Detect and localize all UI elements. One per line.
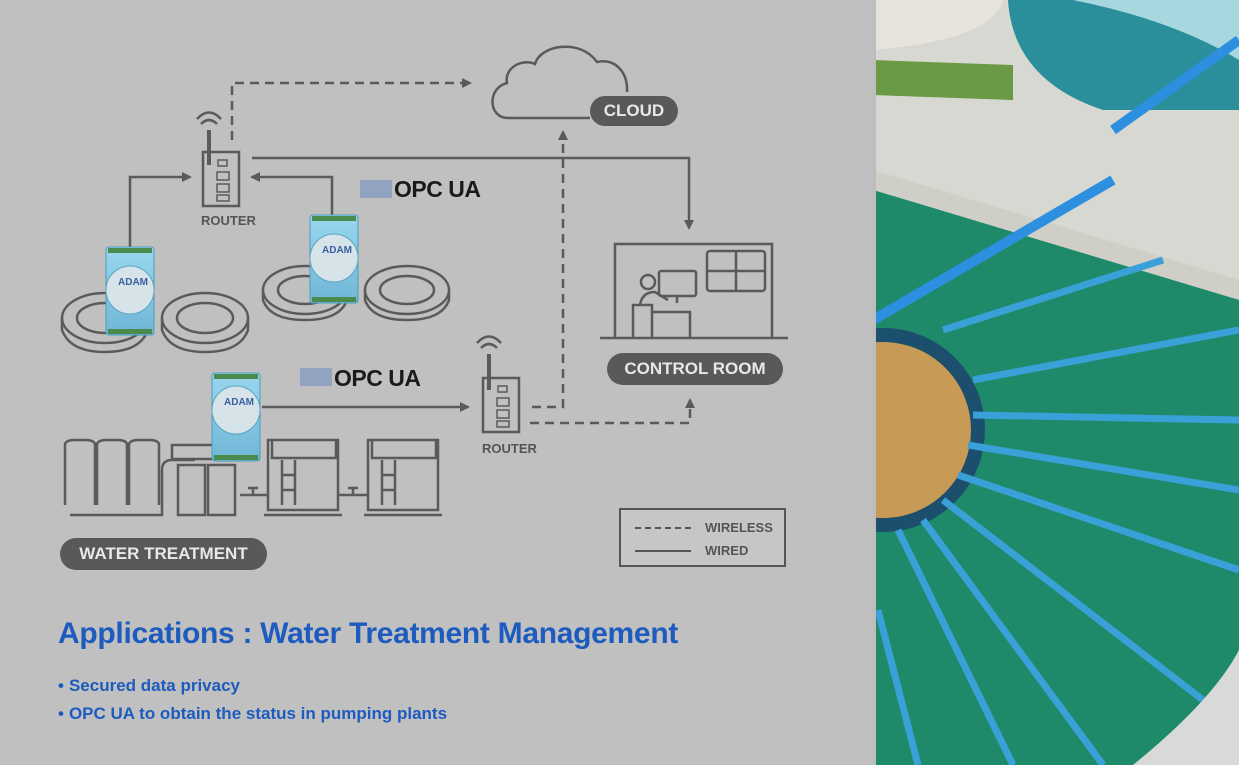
water-treatment-plant-icon: [63, 438, 442, 517]
opc-ua-label: OPC UA: [334, 364, 421, 391]
adam-brand: ADAM: [322, 245, 352, 256]
tank-icon: [160, 291, 250, 354]
router-label: ROUTER: [482, 441, 537, 456]
feature-list: •Secured data privacy •OPC UA to obtain …: [58, 676, 447, 732]
control-room-icon: [600, 242, 788, 340]
opc-ua-badge: OPC UA: [362, 175, 481, 203]
cloud-label: CLOUD: [590, 96, 678, 126]
list-item: •Secured data privacy: [58, 676, 447, 704]
page-title: Applications : Water Treatment Managemen…: [58, 617, 679, 650]
bullet-icon: •: [58, 676, 64, 695]
wired-link-adam2-router: [250, 172, 334, 216]
adam-module-icon: ADAM: [105, 246, 155, 336]
water-treatment-label: WATER TREATMENT: [60, 538, 267, 570]
adam-brand: ADAM: [224, 397, 254, 408]
clarifier-beams: [874, 256, 1239, 765]
network-diagram: ADAM ADAM ADAM OPC UA OPC UA CLOUD: [58, 45, 788, 732]
wireless-link-router2-control-room: [530, 398, 695, 425]
adam-module-icon: ADAM: [211, 372, 261, 462]
bullet-text: OPC UA to obtain the status in pumping p…: [68, 704, 448, 723]
water-treatment-photo: [873, 0, 1239, 765]
list-item: •OPC UA to obtain the status in pumping …: [58, 704, 447, 732]
control-room-label: CONTROL ROOM: [607, 353, 783, 385]
dashed-line-swatch: [635, 526, 691, 529]
diagram-lines: ADAM ADAM ADAM: [60, 45, 788, 517]
tank-icon: [363, 264, 451, 322]
router-label: ROUTER: [201, 213, 256, 228]
bullet-text: Secured data privacy: [68, 676, 240, 695]
opc-ua-logo-graphic: [300, 180, 392, 386]
legend-label: WIRED: [705, 543, 749, 558]
solid-line-swatch: [635, 549, 691, 552]
opc-ua-badge: OPC UA: [302, 364, 421, 392]
opc-ua-label: OPC UA: [394, 175, 481, 202]
adam-module-icon: ADAM: [309, 214, 359, 304]
legend-label: WIRELESS: [705, 520, 773, 535]
legend-item-wired: WIRED: [635, 543, 748, 558]
router-icon: [196, 111, 241, 208]
wireless-link-router-cloud: [230, 78, 472, 140]
wired-link-router-control-room: [252, 156, 694, 230]
legend-item-wireless: WIRELESS: [635, 520, 773, 535]
adam-brand: ADAM: [118, 277, 148, 288]
cloud-icon: [491, 45, 629, 120]
bullet-icon: •: [58, 704, 64, 723]
legend: WIRELESS WIRED: [619, 508, 786, 567]
router-icon: [476, 335, 521, 434]
bridge-truss: [873, 35, 1239, 325]
clarifier-photo-illustration: [873, 0, 1239, 765]
wireless-link-router2-cloud: [532, 130, 568, 409]
wired-link-adam1-router: [128, 172, 192, 248]
